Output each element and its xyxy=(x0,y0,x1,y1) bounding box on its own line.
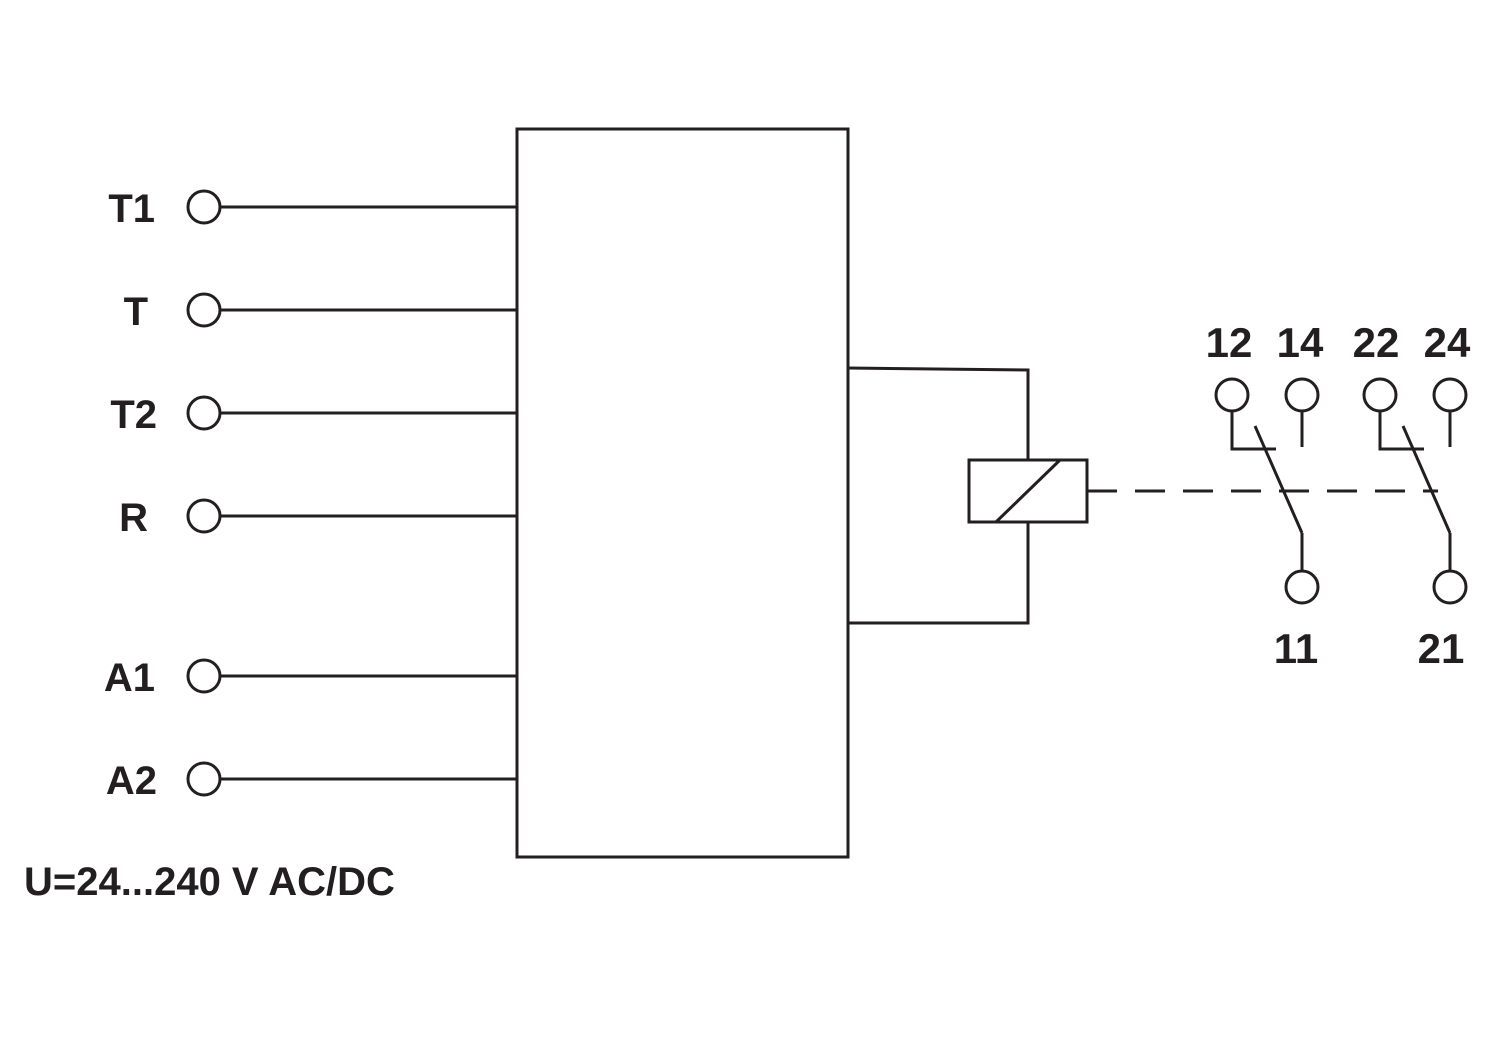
terminal-label-t1: T1 xyxy=(108,187,155,231)
terminal-circle-t2 xyxy=(186,395,222,431)
switch-blade-2 xyxy=(1401,425,1452,534)
contact-terminal-14 xyxy=(1284,377,1320,413)
terminal-r: R xyxy=(119,496,517,540)
nc-stop-12 xyxy=(1230,411,1276,451)
terminal-label-t2: T2 xyxy=(110,393,157,437)
coil-wire-top xyxy=(847,366,1030,460)
terminal-circle-r xyxy=(186,498,222,534)
contact-terminal-11 xyxy=(1284,569,1320,605)
terminal-label-a2: A2 xyxy=(106,759,157,803)
terminal-a1: A1 xyxy=(104,656,517,700)
contact-label-22: 22 xyxy=(1353,319,1400,366)
terminal-circle-t xyxy=(186,292,222,328)
terminal-label-a1: A1 xyxy=(104,656,155,700)
contact-label-24: 24 xyxy=(1424,319,1471,366)
relay-coil xyxy=(967,458,1089,524)
coil-wire-bottom xyxy=(848,522,1030,625)
coil-diagonal xyxy=(994,458,1062,524)
terminal-t: T xyxy=(124,290,517,334)
terminal-label-t: T xyxy=(124,290,148,334)
switch-blade-1 xyxy=(1253,425,1304,534)
terminal-circle-a2 xyxy=(186,761,222,797)
contact-terminal-21 xyxy=(1432,569,1468,605)
supply-voltage-label: U=24...240 V AC/DC xyxy=(24,860,395,904)
terminal-circle-t1 xyxy=(186,189,222,225)
contact-label-14: 14 xyxy=(1277,319,1324,366)
terminal-t2: T2 xyxy=(110,393,517,437)
contact-terminal-22 xyxy=(1362,377,1398,413)
contact-terminal-24 xyxy=(1432,377,1468,413)
module-block xyxy=(515,127,850,859)
contact-terminal-12 xyxy=(1214,377,1250,413)
terminal-label-r: R xyxy=(119,496,148,540)
terminal-t1: T1 xyxy=(108,187,517,231)
contact-label-12: 12 xyxy=(1206,319,1253,366)
nc-stop-22 xyxy=(1378,411,1424,451)
contact-label-21: 21 xyxy=(1418,625,1465,672)
terminal-circle-a1 xyxy=(186,658,222,694)
changeover-contact-1 xyxy=(1214,377,1320,605)
contact-label-11: 11 xyxy=(1274,625,1318,672)
terminal-a2: A2 xyxy=(106,759,517,803)
changeover-contact-2 xyxy=(1362,377,1468,605)
